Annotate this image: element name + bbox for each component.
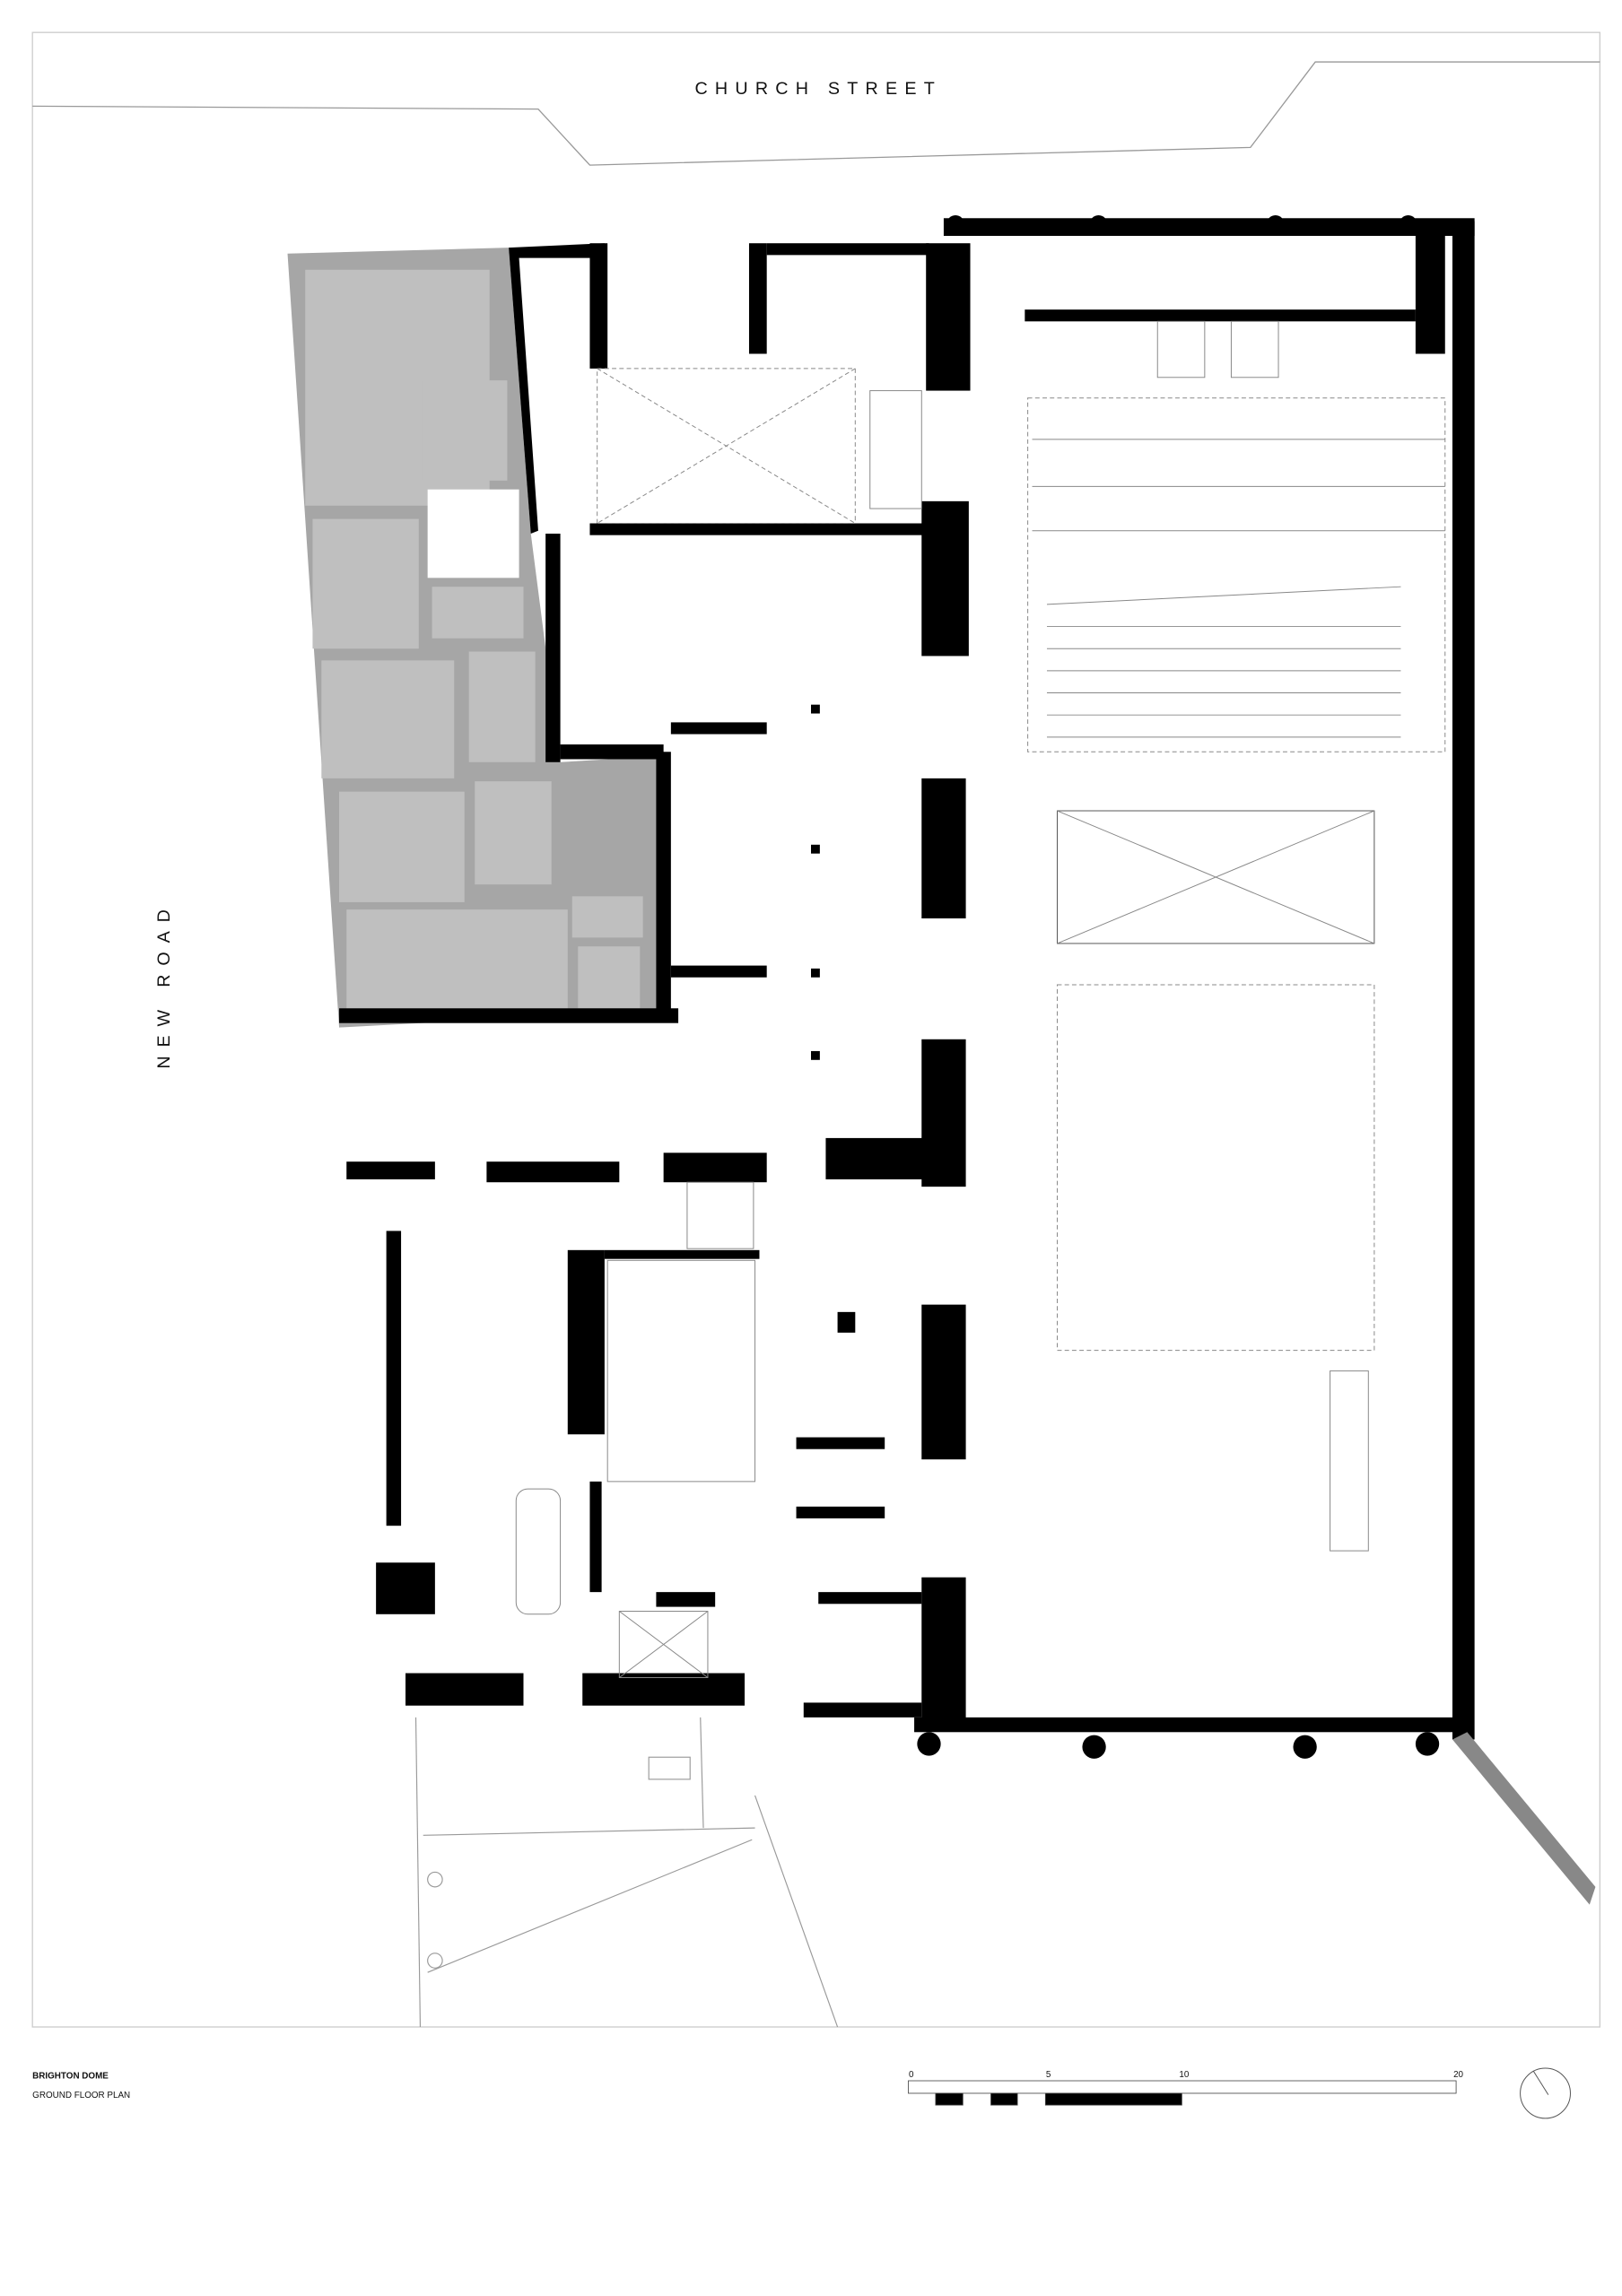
drawing-title: BRIGHTON DOME bbox=[32, 2072, 109, 2082]
scale-bar bbox=[908, 2080, 1457, 2106]
scale-tick-0: 0 bbox=[909, 2070, 914, 2080]
street-label-left: NEW ROAD bbox=[154, 900, 174, 1068]
north-arrow-icon bbox=[1520, 2067, 1571, 2119]
scale-tick-20: 20 bbox=[1453, 2070, 1463, 2080]
scale-tick-5: 5 bbox=[1046, 2070, 1051, 2080]
boundary-wall bbox=[1452, 1732, 1596, 1905]
neighbour-building bbox=[287, 248, 671, 1028]
scale-tick-10: 10 bbox=[1179, 2070, 1189, 2080]
hall-interior bbox=[515, 320, 1446, 1678]
courtyard-lines bbox=[414, 1717, 839, 2028]
sheet-border bbox=[31, 31, 1601, 2028]
street-label-top: CHURCH STREET bbox=[694, 79, 942, 99]
drawing-subtitle: GROUND FLOOR PLAN bbox=[32, 2091, 130, 2100]
street-kerb bbox=[32, 61, 1600, 166]
walls bbox=[339, 214, 1475, 1759]
